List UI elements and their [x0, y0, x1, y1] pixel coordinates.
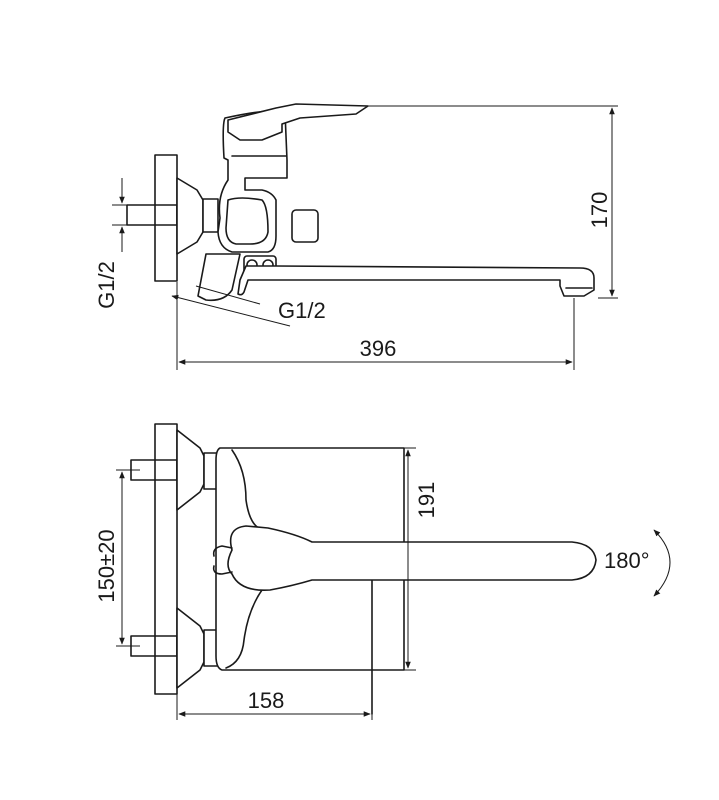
front-view: 150±20 191 158 180°: [94, 423, 671, 720]
side-outlet-thread-label: G1/2: [278, 298, 326, 323]
side-diverter: [197, 253, 241, 302]
side-wall-plate: [154, 154, 178, 282]
front-wall-plate: [154, 423, 178, 695]
side-view: 170 396 G1/2 G1/2: [94, 103, 618, 370]
side-body: [217, 110, 288, 253]
side-escutcheon: [176, 177, 204, 255]
side-inlet-thread-label: G1/2: [94, 261, 119, 309]
side-diverter-knob: [291, 209, 319, 243]
side-connector-pipe: [126, 204, 178, 226]
front-lever-base: [227, 525, 597, 591]
side-nut: [202, 198, 219, 233]
rotation-arrow-icon: [653, 529, 671, 597]
side-height-label: 170: [587, 192, 612, 229]
side-spout: [237, 265, 595, 297]
front-centers-label: 150±20: [94, 529, 119, 602]
front-height-label: 191: [414, 482, 439, 519]
side-lever-handle: [227, 103, 369, 141]
front-depth-label: 158: [248, 688, 285, 713]
front-rotation-label: 180°: [604, 548, 650, 573]
side-length-label: 396: [360, 336, 397, 361]
